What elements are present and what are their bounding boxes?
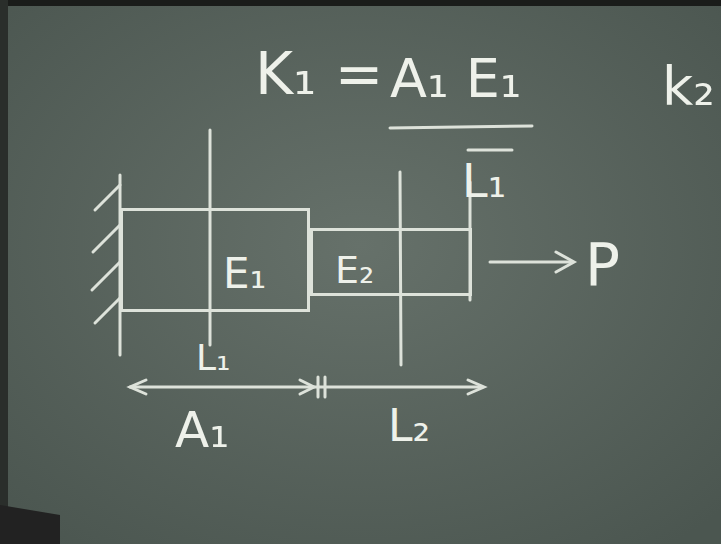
stiffness-label: k₂: [662, 60, 715, 114]
fraction-underline: [468, 149, 512, 152]
length-label: L₂: [388, 404, 430, 448]
formula-numerator: A₁ E₁: [390, 52, 522, 106]
load-arrowhead: [556, 252, 574, 272]
bar-segment: E₁: [120, 208, 310, 312]
material-label: E₁: [223, 253, 266, 295]
load-label: P: [585, 236, 620, 294]
section-line: [400, 172, 401, 365]
wall-hatch: [92, 262, 120, 290]
dimension-arrowhead: [130, 380, 146, 394]
frame-corner: [0, 505, 60, 544]
section-line: [209, 130, 212, 345]
wall-hatch: [95, 298, 120, 323]
dimension-line: [130, 386, 482, 389]
dimension-arrowhead: [300, 380, 314, 394]
wall-hatch: [95, 185, 120, 210]
fraction-bar: [390, 126, 532, 128]
dimension-tick: [317, 377, 320, 397]
frame-left: [0, 0, 8, 544]
stiffness-formula: K₁ =: [255, 45, 383, 103]
wall-hatch: [93, 225, 120, 252]
material-label: E₂: [335, 251, 374, 289]
formula-denominator: L₁: [462, 158, 506, 204]
area-label: A₁: [175, 405, 229, 455]
load-arrow: [490, 261, 570, 264]
frame-top: [0, 0, 721, 6]
dimension-arrowhead: [468, 380, 484, 394]
dimension-tick: [324, 377, 327, 397]
bar-segment: E₂: [310, 228, 472, 296]
length-label: L₁: [196, 340, 231, 376]
